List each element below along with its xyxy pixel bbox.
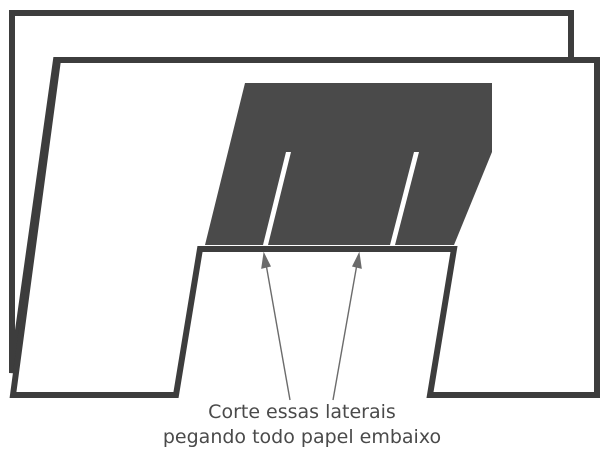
arrow-right-head: [351, 251, 362, 269]
caption-line-2: pegando todo papel embaixo: [162, 426, 442, 448]
shaded-panel: [205, 83, 492, 245]
arrow-left-line: [265, 263, 291, 401]
caption-line-1: Corte essas laterais: [208, 401, 396, 423]
arrow-right-line: [332, 263, 358, 401]
arrow-left-head: [261, 251, 272, 269]
shaded-panel-left-section: [205, 83, 340, 245]
shaded-panel-right-section: [395, 83, 492, 245]
shaded-panel-middle-section: [268, 83, 492, 245]
pointer-arrows: [261, 251, 362, 401]
